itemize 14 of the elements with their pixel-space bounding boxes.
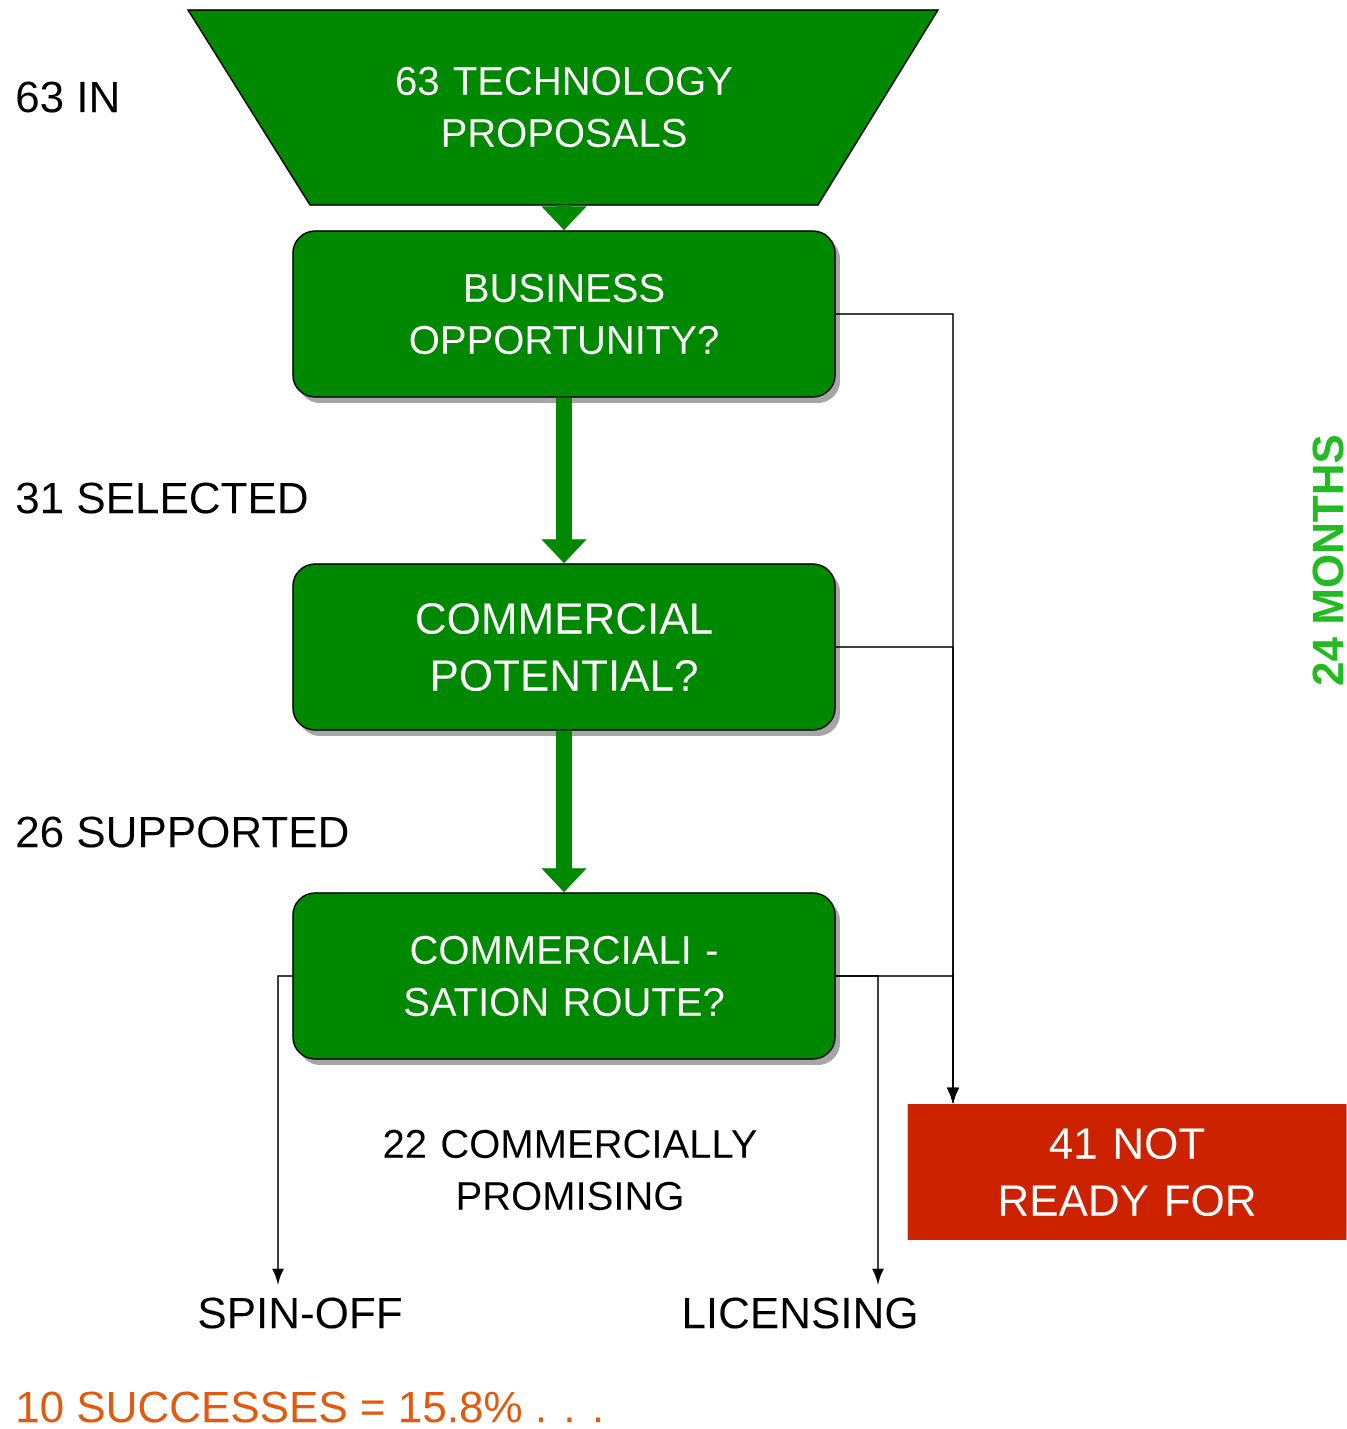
outcome-text: LICENSING <box>685 1297 916 1329</box>
arrow <box>272 975 293 1283</box>
decision-box: BUSINESS OPPORTUNITY? <box>292 230 840 403</box>
stage-count: 31 SELECTED <box>16 482 307 514</box>
decision-box: COMMERCIAL POTENTIAL? <box>292 563 840 736</box>
arrow <box>835 975 884 1283</box>
duration-text: 24 MONTHS <box>1312 435 1344 685</box>
result-box: 41 NOT READY FOR <box>907 1104 1347 1240</box>
stage-count: 63 IN <box>17 81 117 113</box>
stage-count: 26 SUPPORTED <box>17 816 348 848</box>
stage-count: 22 COMMERCIALLY PROMISING <box>384 1129 757 1211</box>
result-summary: 10 SUCCESSES = 15.8% . . . <box>18 1391 601 1423</box>
decision-box: COMMERCIALI -SATION ROUTE? <box>292 892 840 1065</box>
outcome-text: SPIN-OFF <box>199 1297 401 1329</box>
